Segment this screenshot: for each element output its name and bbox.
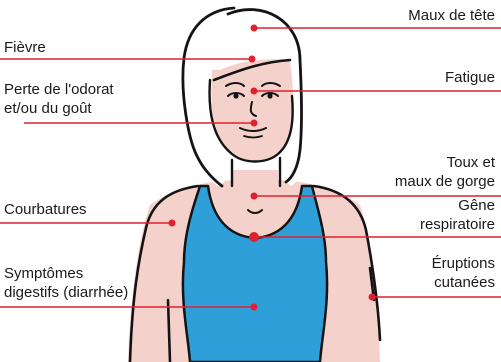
label-fievre: Fièvre [4, 38, 46, 57]
label-eruptions: Éruptions cutanées [432, 254, 495, 292]
dot-toux [251, 193, 258, 200]
dot-fatigue [251, 88, 258, 95]
label-fatigue: Fatigue [445, 68, 495, 87]
dot-fievre [249, 56, 256, 63]
dot-symptomes [251, 304, 258, 311]
dot-courbatures [169, 220, 176, 227]
label-gene: Gêne respiratoire [420, 196, 495, 234]
dot-gene [249, 232, 259, 242]
dot-eruptions [369, 294, 376, 301]
label-maux-de-tete: Maux de tête [408, 6, 495, 25]
label-perte-odorat: Perte de l'odorat et/ou du goût [4, 80, 114, 118]
label-courbatures: Courbatures [4, 200, 87, 219]
dot-maux-de-tete [251, 25, 258, 32]
label-symptomes: Symptômes digestifs (diarrhée) [4, 264, 128, 302]
dot-perte-odorat [251, 120, 258, 127]
label-toux: Toux et maux de gorge [395, 153, 495, 191]
